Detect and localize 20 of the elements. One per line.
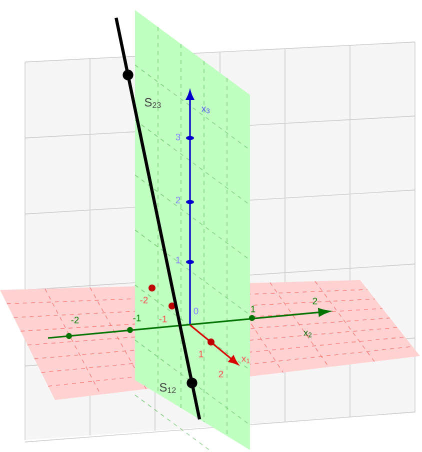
point [186,378,198,388]
point-label: S$_{12}$ [160,383,176,393]
tick-label: -2 [140,296,148,304]
axis-label: x$_{2}$ [304,330,312,338]
point [122,70,134,80]
tick-label: 0 [194,308,198,314]
tick-label: 3 [176,134,180,140]
tick-label: -2 [71,316,79,324]
tick-label: 1 [251,306,256,312]
axis-label: x$_{1}$ [242,356,250,364]
tick-label: 2 [218,370,224,378]
point-label: S$_{23}$ [144,98,161,108]
line [114,18,202,420]
tick-label: 2 [176,196,180,204]
tick-label: 2 [312,298,318,304]
tick-label: -1 [133,314,141,322]
tick-label: 1 [176,256,180,264]
tick-label: -1 [159,316,167,322]
axis-label: x$_{3}$ [202,106,210,114]
tick-label: 1 [199,350,204,358]
